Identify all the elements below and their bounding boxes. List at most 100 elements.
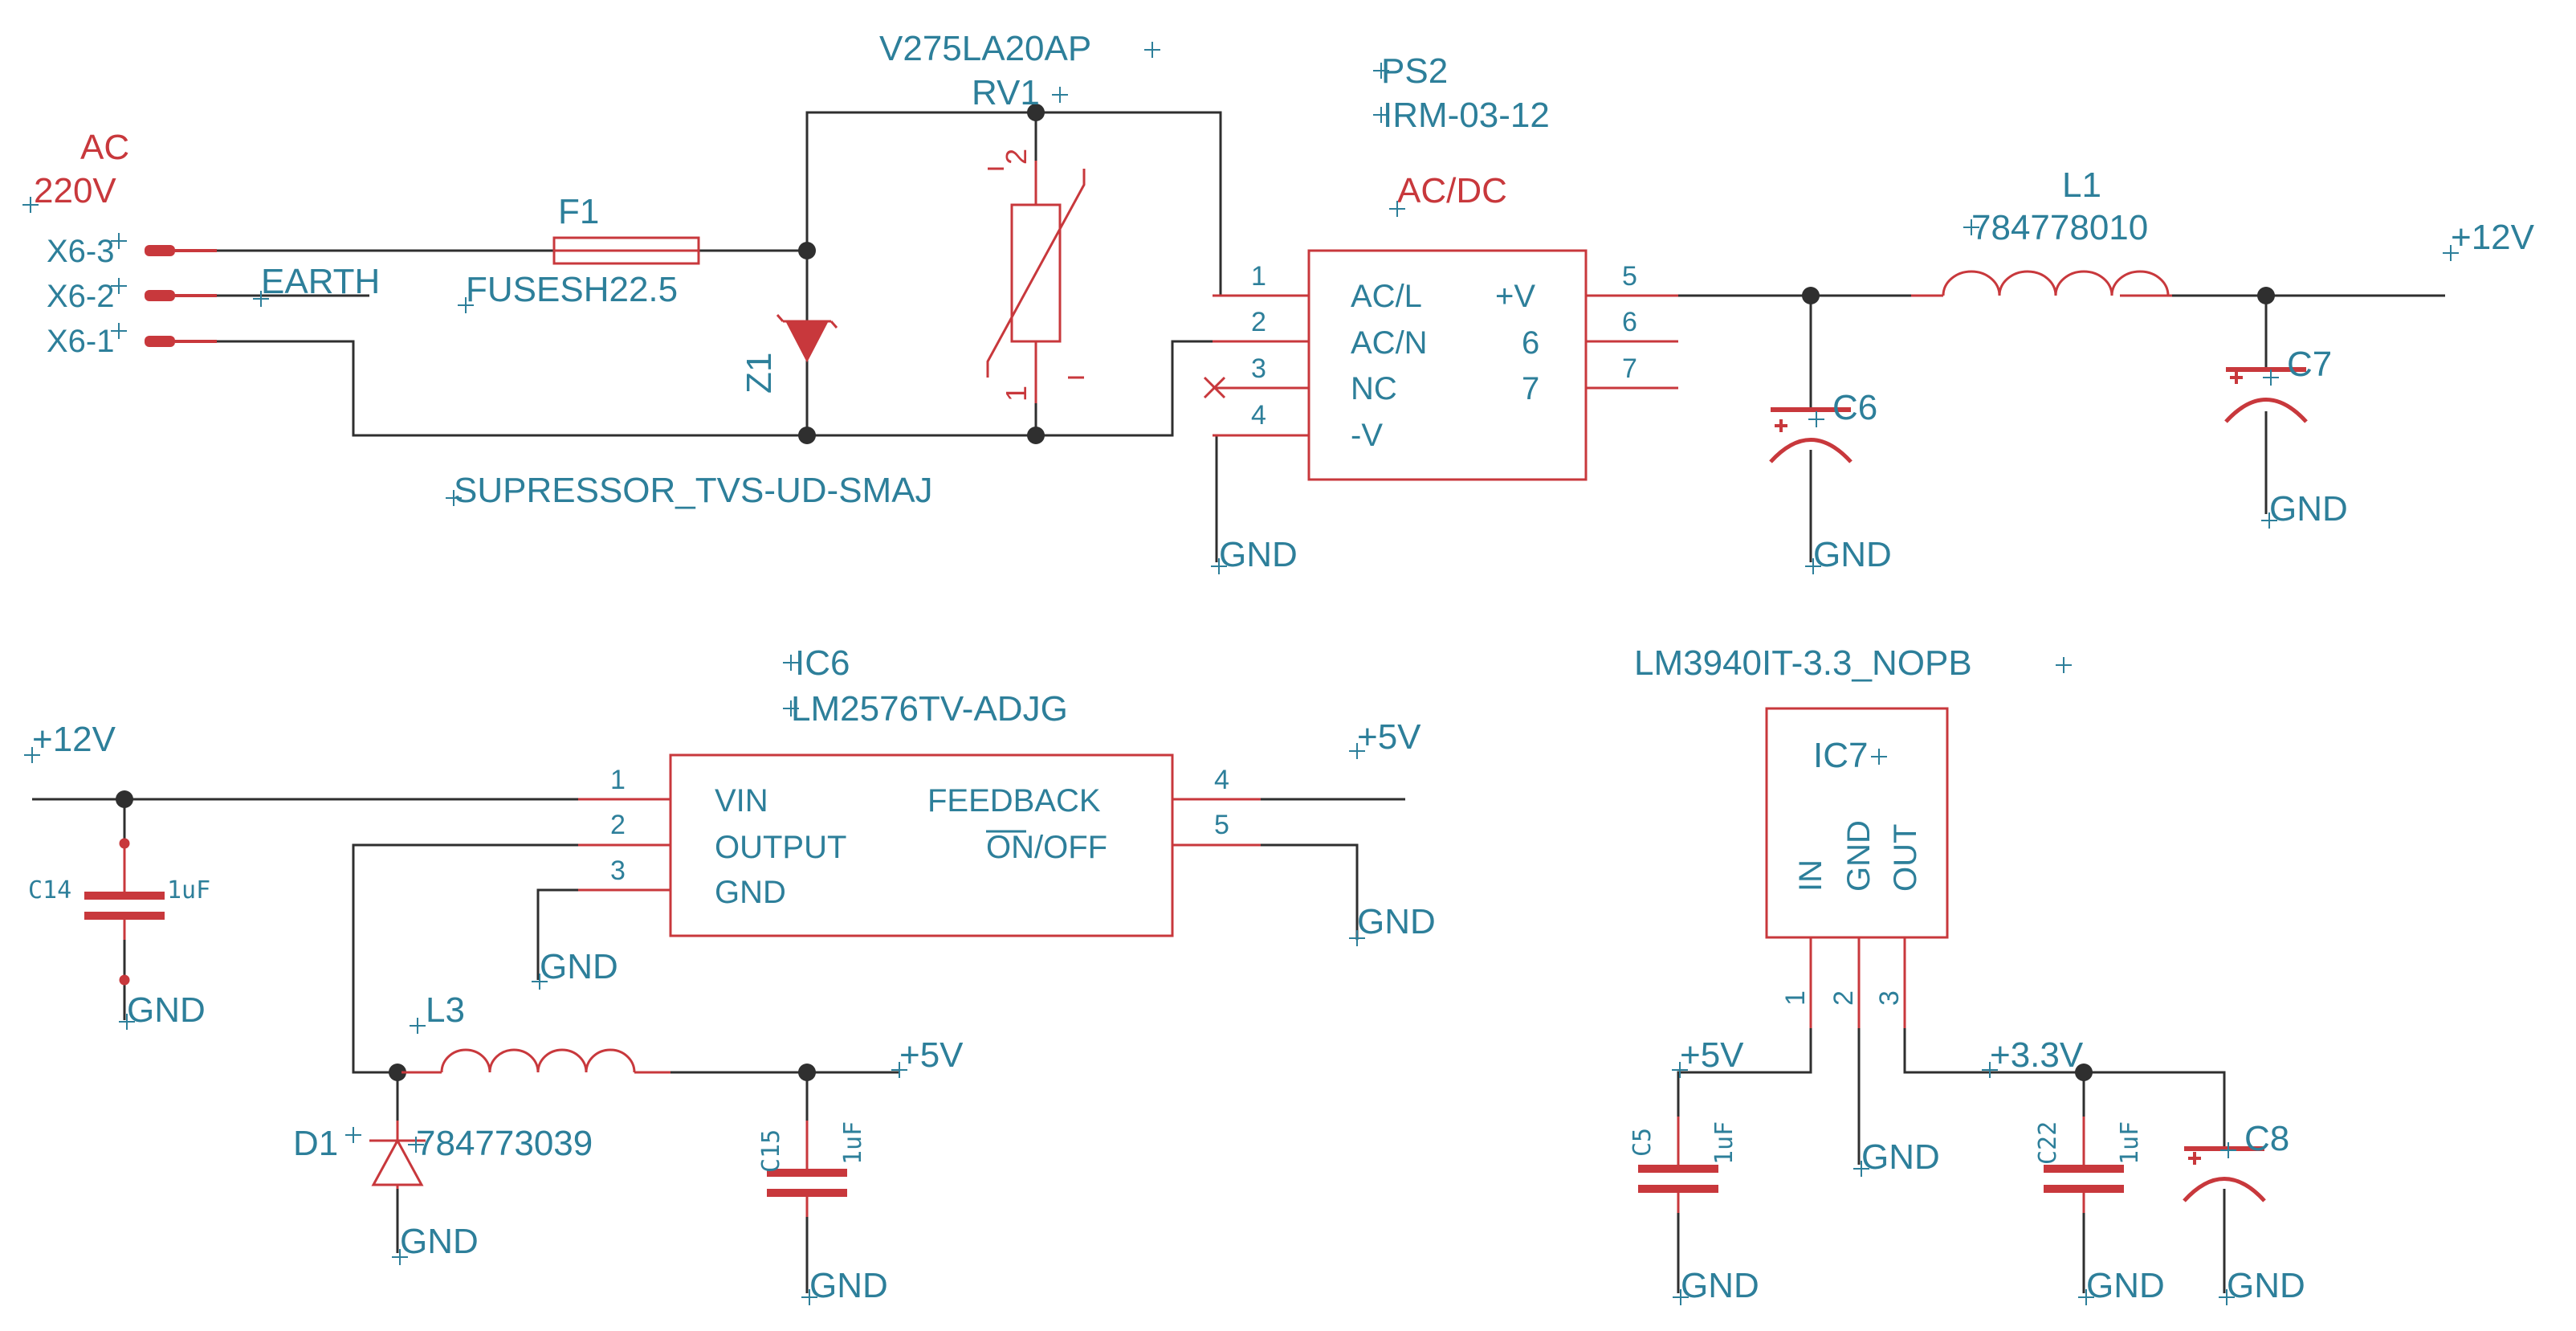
psu-pin-num: 3 (1251, 353, 1266, 384)
ic6-onoff-label: ON/OFF (986, 830, 1107, 865)
capacitor-c15[interactable] (767, 1121, 847, 1217)
components (84, 161, 2308, 1217)
fuse-name-label: F1 (558, 192, 599, 231)
gnd-label: GND (2269, 489, 2348, 529)
cap-c5-name: C5 (1628, 1128, 1657, 1157)
junction (1027, 104, 1045, 121)
psu-pin-label: -V (1351, 418, 1383, 453)
cap-c7-name: C7 (2287, 345, 2332, 384)
varistor-pin-label: 2 (1000, 149, 1033, 165)
junction (2075, 1064, 2093, 1081)
ic6-pin-num: 1 (610, 765, 626, 795)
connector-pin-label: X6-2 (47, 279, 115, 314)
gnd-label: GND (540, 947, 618, 986)
tvs-name-label: Z1 (740, 353, 779, 394)
ldo-in-rail: +5V (1680, 1035, 1744, 1075)
cap-c5-value: 1uF (1710, 1121, 1738, 1165)
buck-out-rail: +5V (899, 1035, 964, 1075)
inductor-l3[interactable] (401, 1048, 670, 1074)
junction (798, 1064, 816, 1081)
varistor-rv1[interactable] (986, 161, 1086, 403)
psu-value-label: IRM-03-12 (1383, 96, 1550, 135)
junction (798, 242, 816, 259)
nc-cross (1203, 376, 1226, 399)
ic6-lm2576[interactable] (578, 753, 1261, 937)
psu-pin-num: 6 (1622, 307, 1637, 337)
gnd-label: GND (1681, 1266, 1759, 1305)
ic7-name: IC7 (1813, 736, 1868, 775)
psu-name-label: PS2 (1381, 51, 1448, 91)
wire-neutral (217, 340, 1036, 437)
wire-minus-v (1213, 434, 1218, 562)
onoff-off: OFF (1043, 830, 1107, 865)
tvs-z1[interactable] (776, 314, 838, 363)
out-rail-label: +12V (2451, 218, 2535, 257)
ic6-pin-num: 4 (1214, 765, 1229, 795)
diode-d1-value: 784773039 (416, 1124, 593, 1163)
junction (116, 790, 133, 808)
capacitor-c7[interactable] (2224, 367, 2308, 423)
ic6-pin-label: FEEDBACK (927, 783, 1101, 819)
capacitor-c6[interactable] (1769, 407, 1853, 463)
inductor-l1-value: 784778010 (1971, 208, 2148, 247)
ic7-lm3940[interactable] (1765, 707, 1949, 1028)
cap-c14-name: C14 (28, 876, 71, 904)
junction (798, 427, 816, 444)
gnd-label: GND (2086, 1266, 2165, 1305)
onoff-sep: / (1034, 830, 1044, 865)
fuse-value-label: FUSESH22.5 (466, 270, 678, 309)
cap-c22-name: C22 (2034, 1121, 2062, 1165)
ic7-pin-label: GND (1841, 820, 1877, 892)
earth-label: EARTH (261, 262, 380, 301)
psu-pin-label: AC/L (1351, 279, 1422, 314)
varistor-pin-label: 1 (1000, 386, 1033, 402)
capacitor-c5[interactable] (1638, 1117, 1718, 1213)
psu-pin-label: NC (1351, 371, 1397, 406)
ic6-name: IC6 (795, 643, 850, 683)
psu-pin-num: 1 (1251, 261, 1266, 292)
psu-type-label: AC/DC (1397, 171, 1507, 210)
ic7-pin-label: IN (1793, 859, 1828, 892)
cap-c6-name: C6 (1832, 388, 1877, 427)
psu-pin-label: +V (1495, 279, 1535, 314)
gnd-label: GND (400, 1222, 479, 1261)
wire-gnd-pin3 (536, 888, 578, 980)
ic7-pin-num: 2 (1828, 990, 1859, 1006)
fb-rail-label: +5V (1357, 717, 1421, 757)
capacitor-c22[interactable] (2044, 1117, 2124, 1213)
psu-pin-num: 7 (1622, 353, 1637, 384)
inductor-l1[interactable] (1911, 270, 2172, 297)
junction (389, 1064, 406, 1081)
wire-onoff (1261, 843, 1359, 940)
wire-acn (1036, 340, 1213, 437)
ic6-pin-label: OUTPUT (715, 830, 846, 865)
wire-ldo-out (1903, 1028, 2226, 1149)
junction (1027, 427, 1045, 444)
gnd-label: GND (1813, 535, 1892, 574)
gnd-label: GND (127, 990, 206, 1030)
psu-pin-num: 5 (1622, 261, 1637, 292)
psu-pin-num: 4 (1251, 400, 1266, 431)
connector-x6[interactable] (145, 245, 217, 347)
fuse-f1[interactable] (552, 236, 700, 265)
junctions (116, 104, 2275, 1081)
ic7-pin-num: 3 (1874, 990, 1905, 1006)
psu-pin-label: AC/N (1351, 325, 1428, 361)
ic7-value: LM3940IT-3.3_NOPB (1634, 643, 1972, 683)
ic6-pin-num: 5 (1214, 810, 1229, 840)
varistor-name-label: RV1 (972, 73, 1040, 112)
capacitor-c8[interactable] (2183, 1146, 2266, 1202)
gnd-label: GND (1357, 902, 1436, 941)
cap-c22-value: 1uF (2116, 1121, 2144, 1165)
tvs-value-label: SUPRESSOR_TVS-UD-SMAJ (454, 471, 933, 510)
cap-c14-value: 1uF (167, 876, 210, 904)
ic6-pin-num: 3 (610, 855, 626, 886)
diode-d1[interactable] (369, 1121, 426, 1189)
psu-ps2[interactable] (1213, 249, 1678, 481)
ic6-value: LM2576TV-ADJG (791, 689, 1068, 729)
ic6-pin-label: VIN (715, 783, 768, 819)
gnd-label: GND (2227, 1266, 2305, 1305)
cap-c15-name: C15 (757, 1129, 785, 1173)
capacitor-c14[interactable] (84, 838, 165, 986)
